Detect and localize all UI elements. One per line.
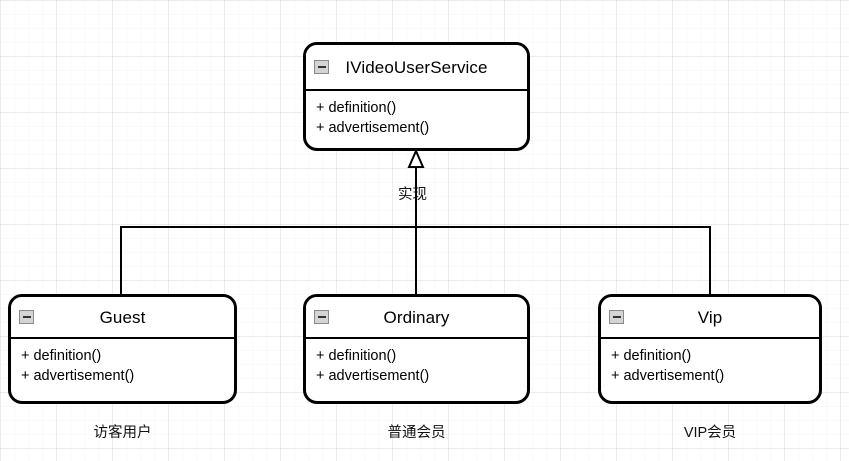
class-members-guest: + definition() + advertisement(): [11, 339, 234, 386]
class-header-ordinary: Ordinary: [306, 297, 527, 339]
member-advertisement: + advertisement(): [21, 368, 135, 384]
caption-guest: 访客用户: [93, 425, 152, 441]
caption-ordinary: 普通会员: [387, 425, 446, 441]
connector-drop-guest: [120, 226, 122, 296]
class-box-ivideouserservice[interactable]: IVideoUserService + definition() + adver…: [303, 42, 530, 151]
class-name-ordinary: Ordinary: [383, 307, 450, 327]
class-box-guest[interactable]: Guest + definition() + advertisement(): [8, 294, 237, 404]
class-header-guest: Guest: [11, 297, 234, 339]
member-advertisement: + advertisement(): [316, 368, 430, 384]
class-members-ordinary: + definition() + advertisement(): [306, 339, 527, 386]
member-advertisement: + advertisement(): [316, 120, 430, 136]
connector-stem-vertical: [415, 166, 417, 228]
class-name-vip: Vip: [697, 307, 723, 327]
class-header-ivideouserservice: IVideoUserService: [306, 45, 527, 91]
class-name-guest: Guest: [99, 307, 146, 327]
member-definition: + definition(): [21, 348, 102, 364]
class-box-ordinary[interactable]: Ordinary + definition() + advertisement(…: [303, 294, 530, 404]
minus-icon[interactable]: [19, 310, 34, 324]
caption-vip: VIP会员: [683, 425, 737, 441]
member-definition: + definition(): [611, 348, 692, 364]
connector-drop-ordinary: [415, 226, 417, 296]
relationship-label: 实现: [398, 187, 427, 203]
member-advertisement: + advertisement(): [611, 368, 725, 384]
class-box-vip[interactable]: Vip + definition() + advertisement(): [598, 294, 822, 404]
minus-icon[interactable]: [314, 60, 329, 74]
class-name-ivideouserservice: IVideoUserService: [345, 57, 488, 77]
class-members-vip: + definition() + advertisement(): [601, 339, 819, 386]
minus-icon[interactable]: [314, 310, 329, 324]
connector-drop-vip: [709, 226, 711, 296]
member-definition: + definition(): [316, 348, 397, 364]
minus-icon[interactable]: [609, 310, 624, 324]
class-header-vip: Vip: [601, 297, 819, 339]
member-definition: + definition(): [316, 100, 397, 116]
class-members-ivideouserservice: + definition() + advertisement(): [306, 91, 527, 138]
